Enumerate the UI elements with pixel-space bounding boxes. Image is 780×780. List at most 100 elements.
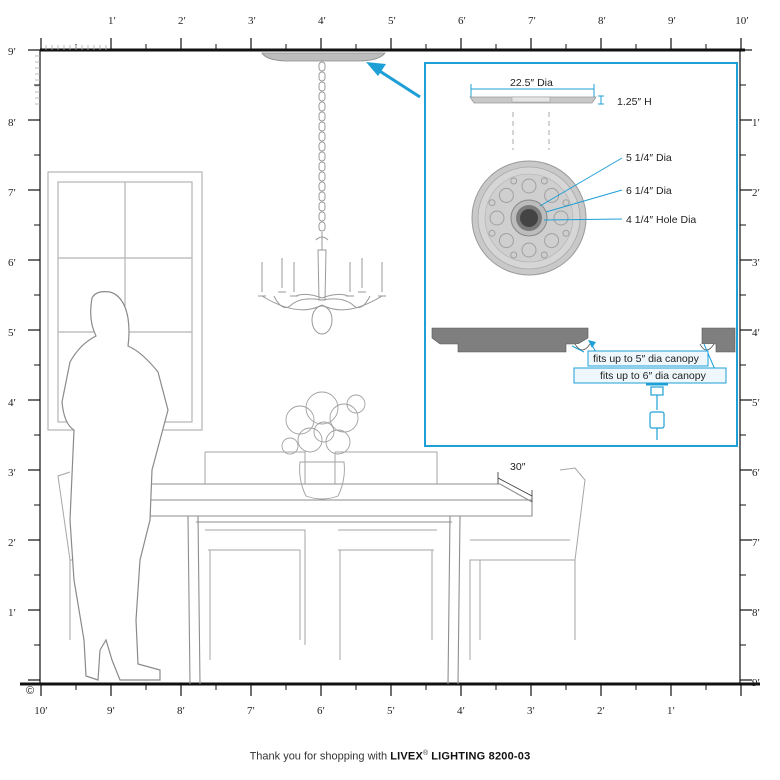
ring-1-label: 5 1/4″ Dia [626,152,672,164]
bottom-tick-label: 7′ [247,705,255,717]
bead-ornament [540,251,548,259]
ceiling-medallion [261,52,386,62]
right-tick-label: 3′ [752,257,760,269]
left-ruler: 9′ 8′ 7′ 6′ 5′ 4′ 3′ 2′ 1′ [8,46,41,684]
left-tick-label: 6′ [8,257,16,269]
chain-link [318,171,326,182]
bottom-tick-label: 10′ [34,705,47,717]
leaf-ornament [489,210,505,226]
left-tick-label: 7′ [8,187,16,199]
right-tick-label: 9′ [752,677,760,689]
left-tick-label: 3′ [8,467,16,479]
canopy-large-label: fits up to 6″ dia canopy [600,370,707,382]
bead-ornament [540,177,548,185]
person-silhouette [61,291,169,681]
bead-ornament [562,229,570,237]
dining-table-sketch [149,483,533,685]
canopy-small-label: fits up to 5″ dia canopy [593,353,700,365]
chain-link [318,191,326,202]
right-tick-label: 8′ [752,607,760,619]
left-tick-label: 4′ [8,397,16,409]
bottom-tick-label: 5′ [387,705,395,717]
callout-arrow [366,62,421,99]
leaf-ornament [521,178,537,194]
left-tick-label: 8′ [8,117,16,129]
bottom-tick-label: 8′ [177,705,185,717]
medallion-front-view [471,160,587,276]
flower-vase-sketch [281,391,366,500]
bead-ornament [488,199,496,207]
footer-brand: LIVEX [390,750,423,763]
chairs-sketch [57,451,586,660]
right-tick-label: 4′ [752,327,760,339]
left-tick-label: 5′ [8,327,16,339]
bead-ornament [510,177,518,185]
height-label: 1.25″ H [617,96,652,108]
chain-link [318,161,326,172]
right-tick-label: 5′ [752,397,760,409]
table-depth-dimension: 30″ [497,461,533,502]
top-ruler: 1′ 2′ 3′ 4′ 5′ 6′ 7′ 8′ 9′ 10′ [40,15,749,52]
chain-link [318,61,326,72]
bottom-ruler: 10′ 9′ 8′ 7′ 6′ 5′ 4′ 3′ 2′ 1′ [20,682,760,717]
top-tick-label: 1′ [108,15,116,27]
top-tick-label: 9′ [668,15,676,27]
bottom-tick-label: 6′ [317,705,325,717]
chain-link [318,131,326,142]
chain-link [318,211,326,222]
bottom-tick-label: 9′ [107,705,115,717]
right-ruler: 1′ 2′ 3′ 4′ 5′ 6′ 7′ 8′ 9′ [739,49,760,689]
medallion-section-profile [431,327,736,373]
chain-link [318,101,326,112]
left-tick-label: 2′ [8,537,16,549]
diameter-label: 22.5″ Dia [510,77,553,89]
top-tick-label: 4′ [318,15,326,27]
copyright-mark: © [26,685,35,697]
right-tick-label: 2′ [752,187,760,199]
medallion-detail-inset: 22.5″ Dia 1.25″ H 5 1/4″ Dia 6 1/4″ Dia … [424,62,738,447]
leaf-ornament [498,233,514,249]
top-tick-label: 8′ [598,15,606,27]
footer-thanks: Thank you for shopping with LIVEX® LIGHT… [0,750,780,763]
leaf-ornament [553,210,569,226]
chain-link [318,141,326,152]
chain-link [318,201,326,212]
registered-mark: ® [423,750,429,757]
chain-link [318,71,326,82]
bead-ornament [510,251,518,259]
bottom-tick-label: 3′ [527,705,535,717]
top-tick-label: 2′ [178,15,186,27]
chain-link [318,121,326,132]
bead-ornament [488,229,496,237]
leaf-ornament [498,187,514,203]
top-tick-label: 5′ [388,15,396,27]
footer-prefix: Thank you for shopping with [249,750,391,763]
top-tick-label: 6′ [458,15,466,27]
top-tick-label: 3′ [248,15,256,27]
chandelier-sketch [258,61,386,335]
bottom-tick-label: 2′ [597,705,605,717]
canopy-large-badge: fits up to 6″ dia canopy [573,367,727,384]
right-tick-label: 1′ [752,117,760,129]
ring-callouts [539,157,623,221]
ring-2-label: 6 1/4″ Dia [626,185,672,197]
chain-link [318,181,326,192]
top-tick-label: 10′ [735,15,748,27]
leaf-ornament [544,233,560,249]
table-depth-label: 30″ [510,461,526,473]
top-tick-label: 7′ [528,15,536,27]
chain-link [318,91,326,102]
left-tick-label: 1′ [8,607,16,619]
footer-product: LIGHTING 8200-03 [431,750,531,763]
fixture-mount-sketch [646,382,668,440]
leaf-ornament [521,242,537,258]
right-tick-label: 7′ [752,537,760,549]
left-tick-label: 9′ [8,46,16,58]
medallion-side-profile: 22.5″ Dia 1.25″ H [469,77,652,150]
canopy-small-badge: fits up to 5″ dia canopy [587,350,709,367]
bottom-tick-label: 1′ [667,705,675,717]
chain-link [318,111,326,122]
chain-link [318,221,326,232]
hole-label: 4 1/4″ Hole Dia [626,214,696,226]
